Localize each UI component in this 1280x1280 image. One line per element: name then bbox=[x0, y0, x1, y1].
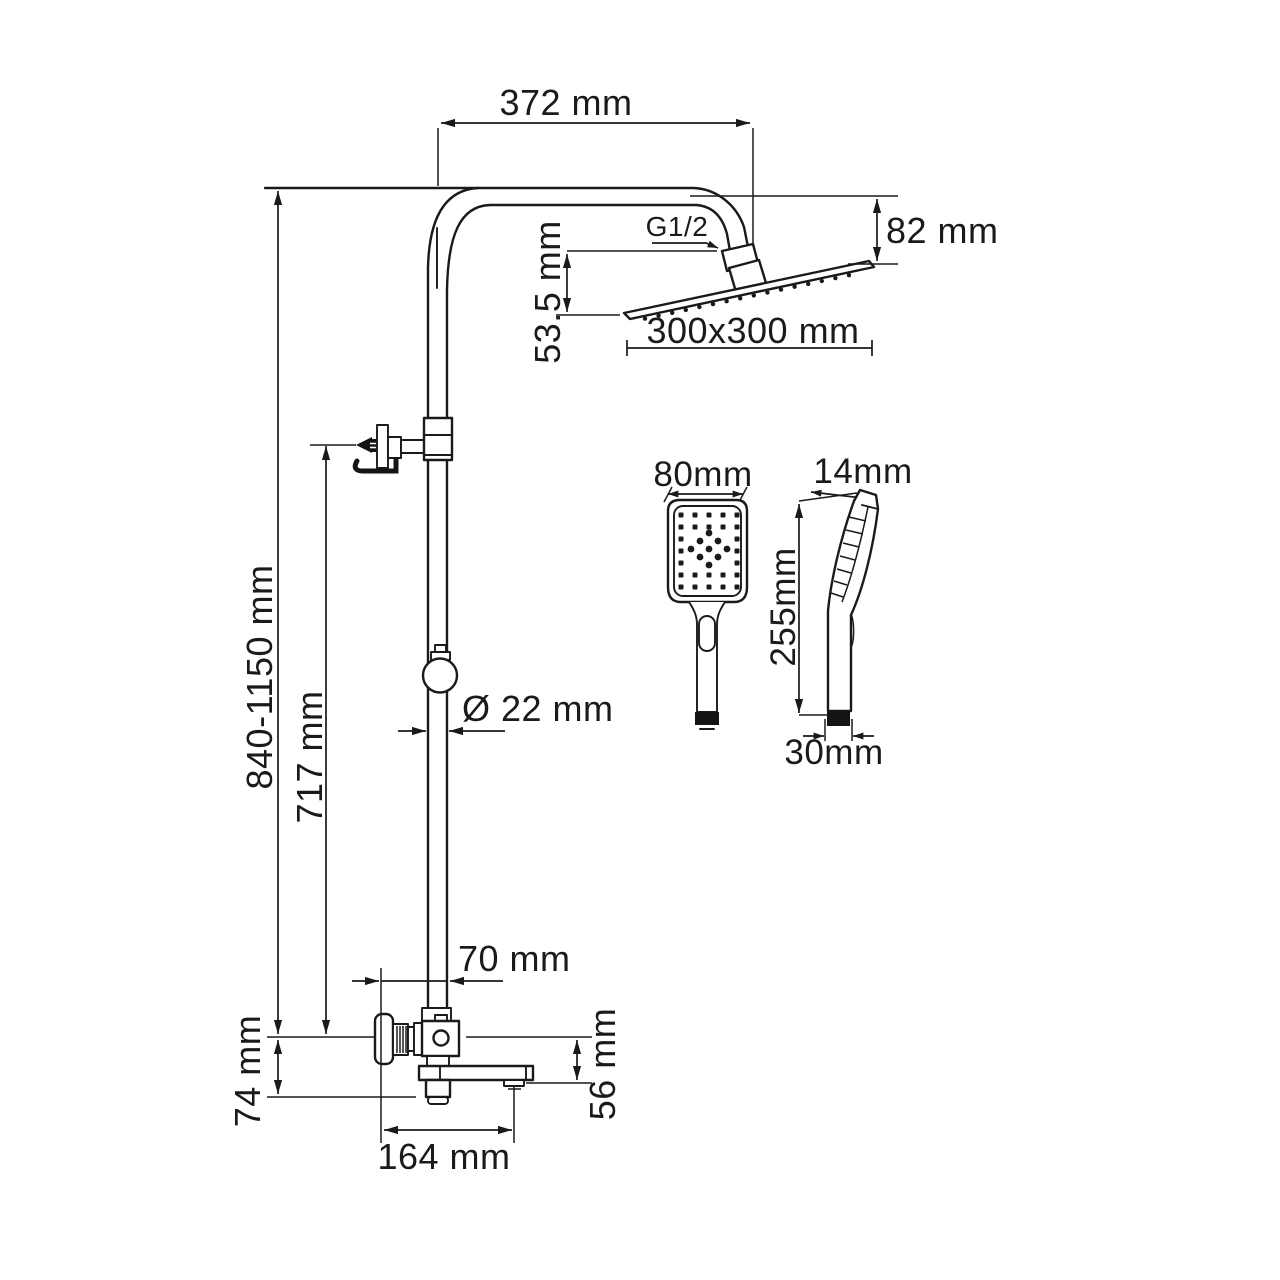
dimension-labels: 372 mm 82 mm G1/2 53.5 mm 300x300 mm 840… bbox=[227, 82, 999, 1177]
dim-head-offset-label: 53.5 mm bbox=[527, 220, 568, 364]
hand-shower-side-body bbox=[826, 488, 880, 713]
hand-shower-side bbox=[794, 488, 880, 741]
dim-thread-label: G1/2 bbox=[646, 211, 709, 242]
dim-column-height-label: 840-1150 mm bbox=[239, 565, 280, 790]
dim-spout-offset-label: 70 mm bbox=[458, 938, 571, 979]
dim-arm-width-label: 372 mm bbox=[499, 82, 632, 123]
dim-head-size-label: 300x300 mm bbox=[646, 310, 859, 351]
bath-spout bbox=[417, 1064, 535, 1082]
dim-hand-base-label: 30mm bbox=[784, 733, 883, 772]
dim-spout-length-label: 164 mm bbox=[377, 1136, 510, 1177]
hand-shower-front bbox=[663, 486, 749, 730]
dim-hand-width-label: 80mm bbox=[653, 455, 752, 494]
bracket-hook bbox=[352, 457, 399, 474]
hand-shower-mode-button bbox=[698, 615, 716, 652]
mixer-body bbox=[373, 1007, 535, 1105]
overhead-shower-head bbox=[622, 259, 876, 321]
dim-pipe-diameter-label: Ø 22 mm bbox=[462, 688, 614, 729]
dim-hand-length-label: 255mm bbox=[764, 547, 803, 666]
shower-column bbox=[426, 186, 492, 1023]
dim-head-drop-label: 82 mm bbox=[886, 210, 999, 251]
shower-arm bbox=[263, 186, 750, 253]
mixer-outlet bbox=[427, 1096, 449, 1105]
dim-bracket-height-label: 717 mm bbox=[289, 690, 330, 823]
diverter-knob bbox=[421, 644, 459, 694]
mixer-handle bbox=[373, 1012, 395, 1066]
hand-shower-inlet bbox=[695, 712, 719, 725]
bracket-screw-arrow bbox=[356, 437, 372, 453]
dim-hand-thickness-label: 14mm bbox=[813, 452, 912, 491]
dimension-lines bbox=[267, 118, 898, 1143]
dim-spout-drop-label: 56 mm bbox=[582, 1008, 623, 1121]
wall-bracket bbox=[310, 416, 454, 474]
dim-outlet-drop-label: 74 mm bbox=[227, 1015, 268, 1128]
hand-shower-nozzles bbox=[678, 512, 740, 590]
